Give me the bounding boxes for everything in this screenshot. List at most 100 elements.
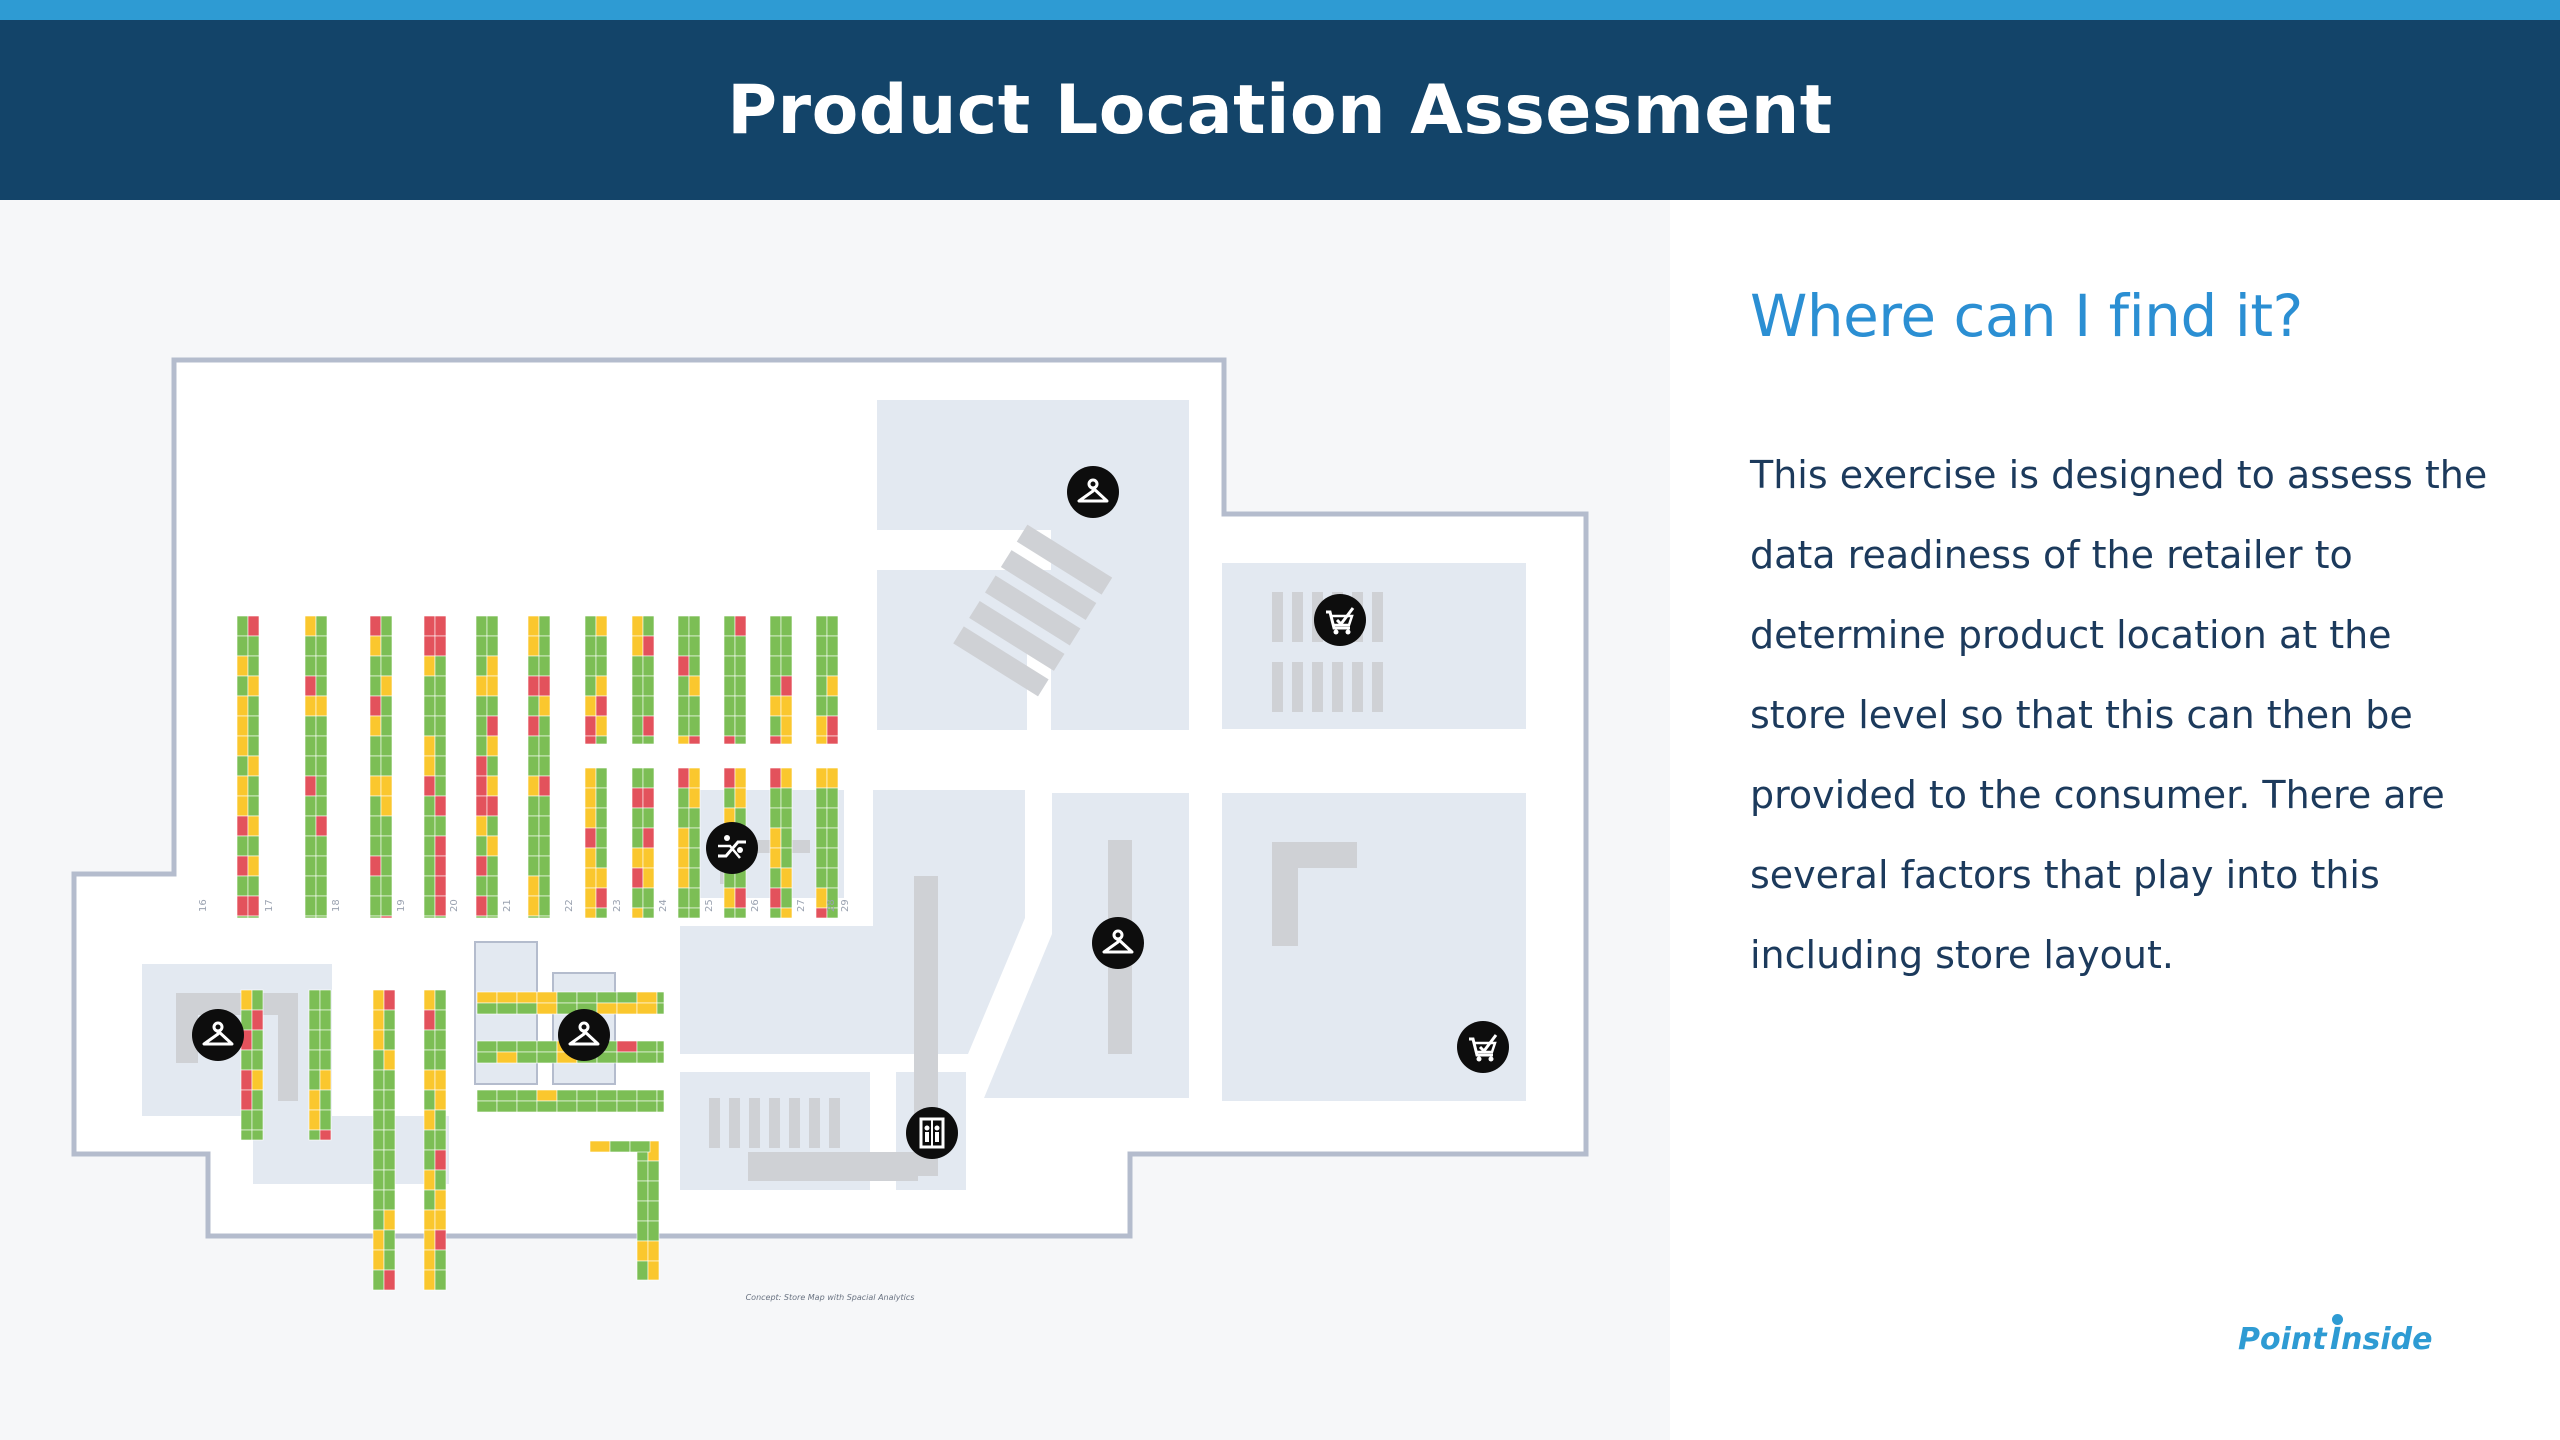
shelf-segment <box>236 915 249 919</box>
shelf-segment <box>769 907 782 919</box>
shelf-segment <box>319 989 332 1011</box>
shelf-segment <box>251 1069 264 1091</box>
shelf-segment <box>584 807 597 829</box>
shelf-segment <box>595 735 608 745</box>
shelf-segment <box>677 735 690 745</box>
shelf-segment <box>642 695 655 717</box>
shelf-segment <box>647 1160 660 1182</box>
shelf-segment <box>815 615 828 637</box>
shelf-segment <box>769 615 782 637</box>
shelf-segment <box>383 1049 396 1071</box>
shelf-segment <box>538 715 551 737</box>
shelf-segment <box>677 655 690 677</box>
shelf-segment <box>516 1100 538 1113</box>
shelf-segment <box>631 767 644 789</box>
shelf-segment <box>647 1180 660 1202</box>
shelf-segment <box>780 767 793 789</box>
shelf-segment <box>656 1100 665 1113</box>
shelf-segment <box>304 695 317 717</box>
info-panel: Where can I find it? This exercise is de… <box>1670 200 2560 1440</box>
shelf-segment <box>236 615 249 637</box>
shelf-segment <box>595 615 608 637</box>
shelf-segment <box>383 1109 396 1131</box>
shelf-segment <box>434 1269 447 1291</box>
shelf-segment <box>596 991 618 1004</box>
shelf-segment <box>527 855 540 877</box>
shelf-segment <box>616 1040 638 1053</box>
shelf-segment <box>476 1089 498 1102</box>
aisle-label: 17 <box>264 899 275 912</box>
shelf-segment <box>780 715 793 737</box>
shelf-segment <box>538 795 551 817</box>
shelf-segment <box>369 675 382 697</box>
shelf-segment <box>723 887 736 909</box>
aisle-label: 28 <box>826 899 837 912</box>
shelf-segment <box>423 989 436 1011</box>
shelf-segment <box>688 715 701 737</box>
shelf-segment <box>688 787 701 809</box>
shelf-segment <box>423 635 436 657</box>
shelf-segment <box>383 989 396 1011</box>
shelf-segment <box>642 887 655 909</box>
shelf-segment <box>826 867 839 889</box>
shelf-segment <box>769 735 782 745</box>
shelf-segment <box>247 815 260 837</box>
accent-bar <box>0 0 2560 20</box>
shelf-segment <box>247 635 260 657</box>
shelf-segment <box>372 1149 385 1171</box>
shelf-segment <box>315 855 328 877</box>
shelf-segment <box>609 1140 631 1153</box>
shelf-segment <box>527 815 540 837</box>
shelf-segment <box>584 695 597 717</box>
shelf-segment <box>247 675 260 697</box>
shelf-segment <box>380 835 393 857</box>
shelf-segment <box>780 867 793 889</box>
shelf-segment <box>536 991 558 1004</box>
shelf-segment <box>636 1180 649 1202</box>
shelf-segment <box>380 755 393 777</box>
shelf-segment <box>236 855 249 877</box>
shelf-segment <box>434 835 447 857</box>
shelf-segment <box>475 635 488 657</box>
page-title: Product Location Assesment <box>727 70 1833 150</box>
shelf-segment <box>596 1002 618 1015</box>
shelf-segment <box>677 807 690 829</box>
shelf-segment <box>315 655 328 677</box>
shelf-segment <box>486 735 499 757</box>
shelf-segment <box>538 695 551 717</box>
shelf-segment <box>780 635 793 657</box>
shelf-segment <box>423 875 436 897</box>
shelf-segment <box>538 815 551 837</box>
shelf-segment <box>647 1260 660 1281</box>
shelf-segment <box>815 715 828 737</box>
shelf-segment <box>251 1009 264 1031</box>
shelf-segment <box>723 907 736 919</box>
shelf-segment <box>780 675 793 697</box>
shelf-segment <box>723 787 736 809</box>
shelf-segment <box>380 775 393 797</box>
shelf-segment <box>769 695 782 717</box>
shelf-segment <box>631 847 644 869</box>
shelf-segment <box>369 655 382 677</box>
shelf-segment <box>369 915 382 919</box>
shelf-segment <box>734 715 747 737</box>
shelf-segment <box>383 1229 396 1251</box>
shelf-segment <box>247 915 260 919</box>
hanger-icon <box>192 1009 244 1061</box>
shelf-segment <box>434 1049 447 1071</box>
shelf-segment <box>642 767 655 789</box>
shelf-segment <box>527 715 540 737</box>
shelf-segment <box>475 755 488 777</box>
shelf-segment <box>631 615 644 637</box>
shelf-segment <box>677 847 690 869</box>
shelf-segment <box>677 635 690 657</box>
shelf-segment <box>372 1189 385 1211</box>
shelf-segment <box>369 615 382 637</box>
aisle-label: 24 <box>658 899 669 912</box>
shelf-segment <box>642 615 655 637</box>
shelf-segment <box>688 847 701 869</box>
shelf-segment <box>434 875 447 897</box>
shelf-segment <box>308 989 321 1011</box>
shelf-segment <box>304 795 317 817</box>
shelf-segment <box>826 787 839 809</box>
